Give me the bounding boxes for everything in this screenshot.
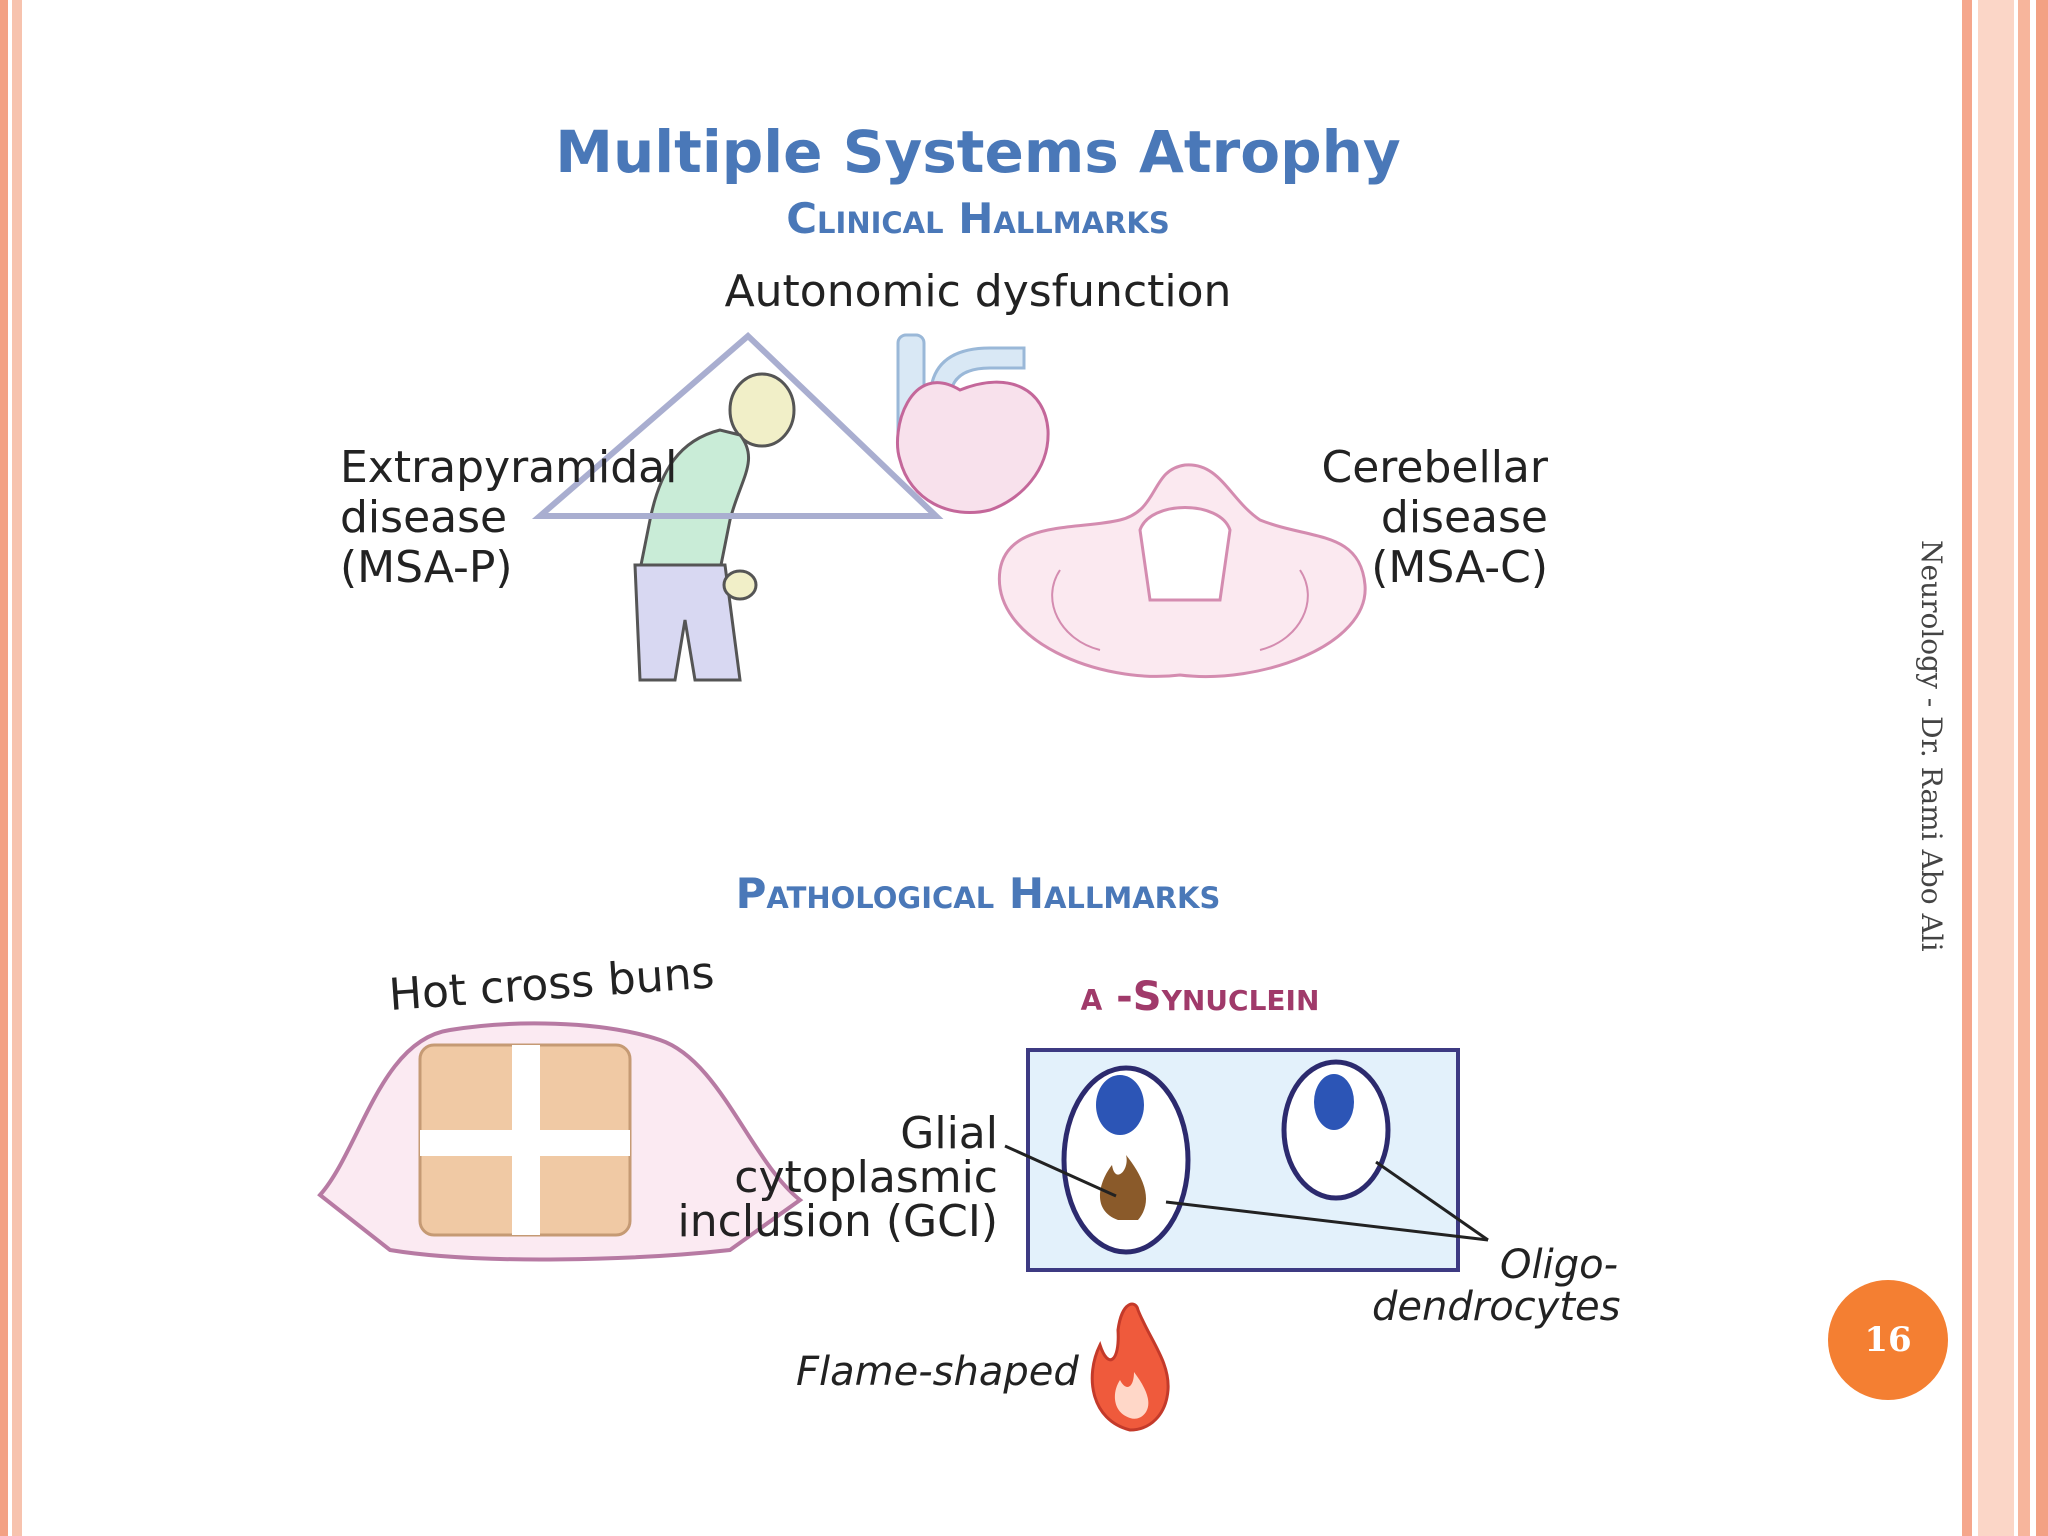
hot-cross-buns-label: Hot cross buns (387, 947, 716, 1021)
page-number-badge: 16 (1828, 1280, 1948, 1400)
cerebellum-icon (997, 463, 1367, 679)
oligodendrocyte-cell-1 (1061, 1065, 1191, 1255)
pathological-heading: Pathological Hallmarks (736, 869, 1221, 918)
left-border-decoration (0, 0, 26, 1536)
autonomic-label: Autonomic dysfunction (725, 266, 1232, 317)
gci-label-line1: Glial (900, 1108, 998, 1159)
flame-icon (1090, 1302, 1170, 1432)
hot-cross-buns-icon (317, 1021, 804, 1262)
right-border-decoration (1956, 0, 2048, 1536)
extrapyramidal-label-line2: disease (340, 492, 507, 543)
gci-label-line2: cytoplasmic (734, 1152, 998, 1203)
synuclein-panel (1004, 1048, 1489, 1272)
cerebellar-label-line2: disease (1381, 492, 1548, 543)
oligodendrocyte-cell-2 (1281, 1059, 1391, 1201)
heart-icon (896, 333, 1050, 515)
nucleus-2 (1314, 1074, 1354, 1130)
msa-diagram: Multiple Systems Atrophy Clinical Hallma… (300, 100, 1660, 1450)
synuclein-label: α -Synuclein (1081, 974, 1320, 1020)
vertical-caption: Neurology - Dr. Rami Abo Ali (1915, 540, 1948, 952)
diagram-title: Multiple Systems Atrophy (555, 118, 1400, 186)
gci-flame-icon (1099, 1155, 1146, 1220)
msa-diagram-svg: Multiple Systems Atrophy Clinical Hallma… (317, 118, 1620, 1432)
cerebellar-label-line1: Cerebellar (1322, 442, 1549, 493)
gci-label-line3: inclusion (GCI) (678, 1196, 998, 1247)
cerebellar-label-line3: (MSA-C) (1371, 542, 1548, 593)
stooped-person-icon (633, 372, 796, 682)
extrapyramidal-label-line1: Extrapyramidal (340, 442, 677, 493)
oligo-label-line1: Oligo- (1500, 1242, 1618, 1288)
nucleus-1 (1096, 1075, 1144, 1135)
oligo-label-line2: dendrocytes (1372, 1284, 1620, 1330)
clinical-triangle (531, 331, 944, 519)
extrapyramidal-label-line3: (MSA-P) (340, 542, 513, 593)
flame-shaped-label: Flame-shaped (796, 1349, 1079, 1395)
clinical-heading: Clinical Hallmarks (786, 194, 1170, 243)
